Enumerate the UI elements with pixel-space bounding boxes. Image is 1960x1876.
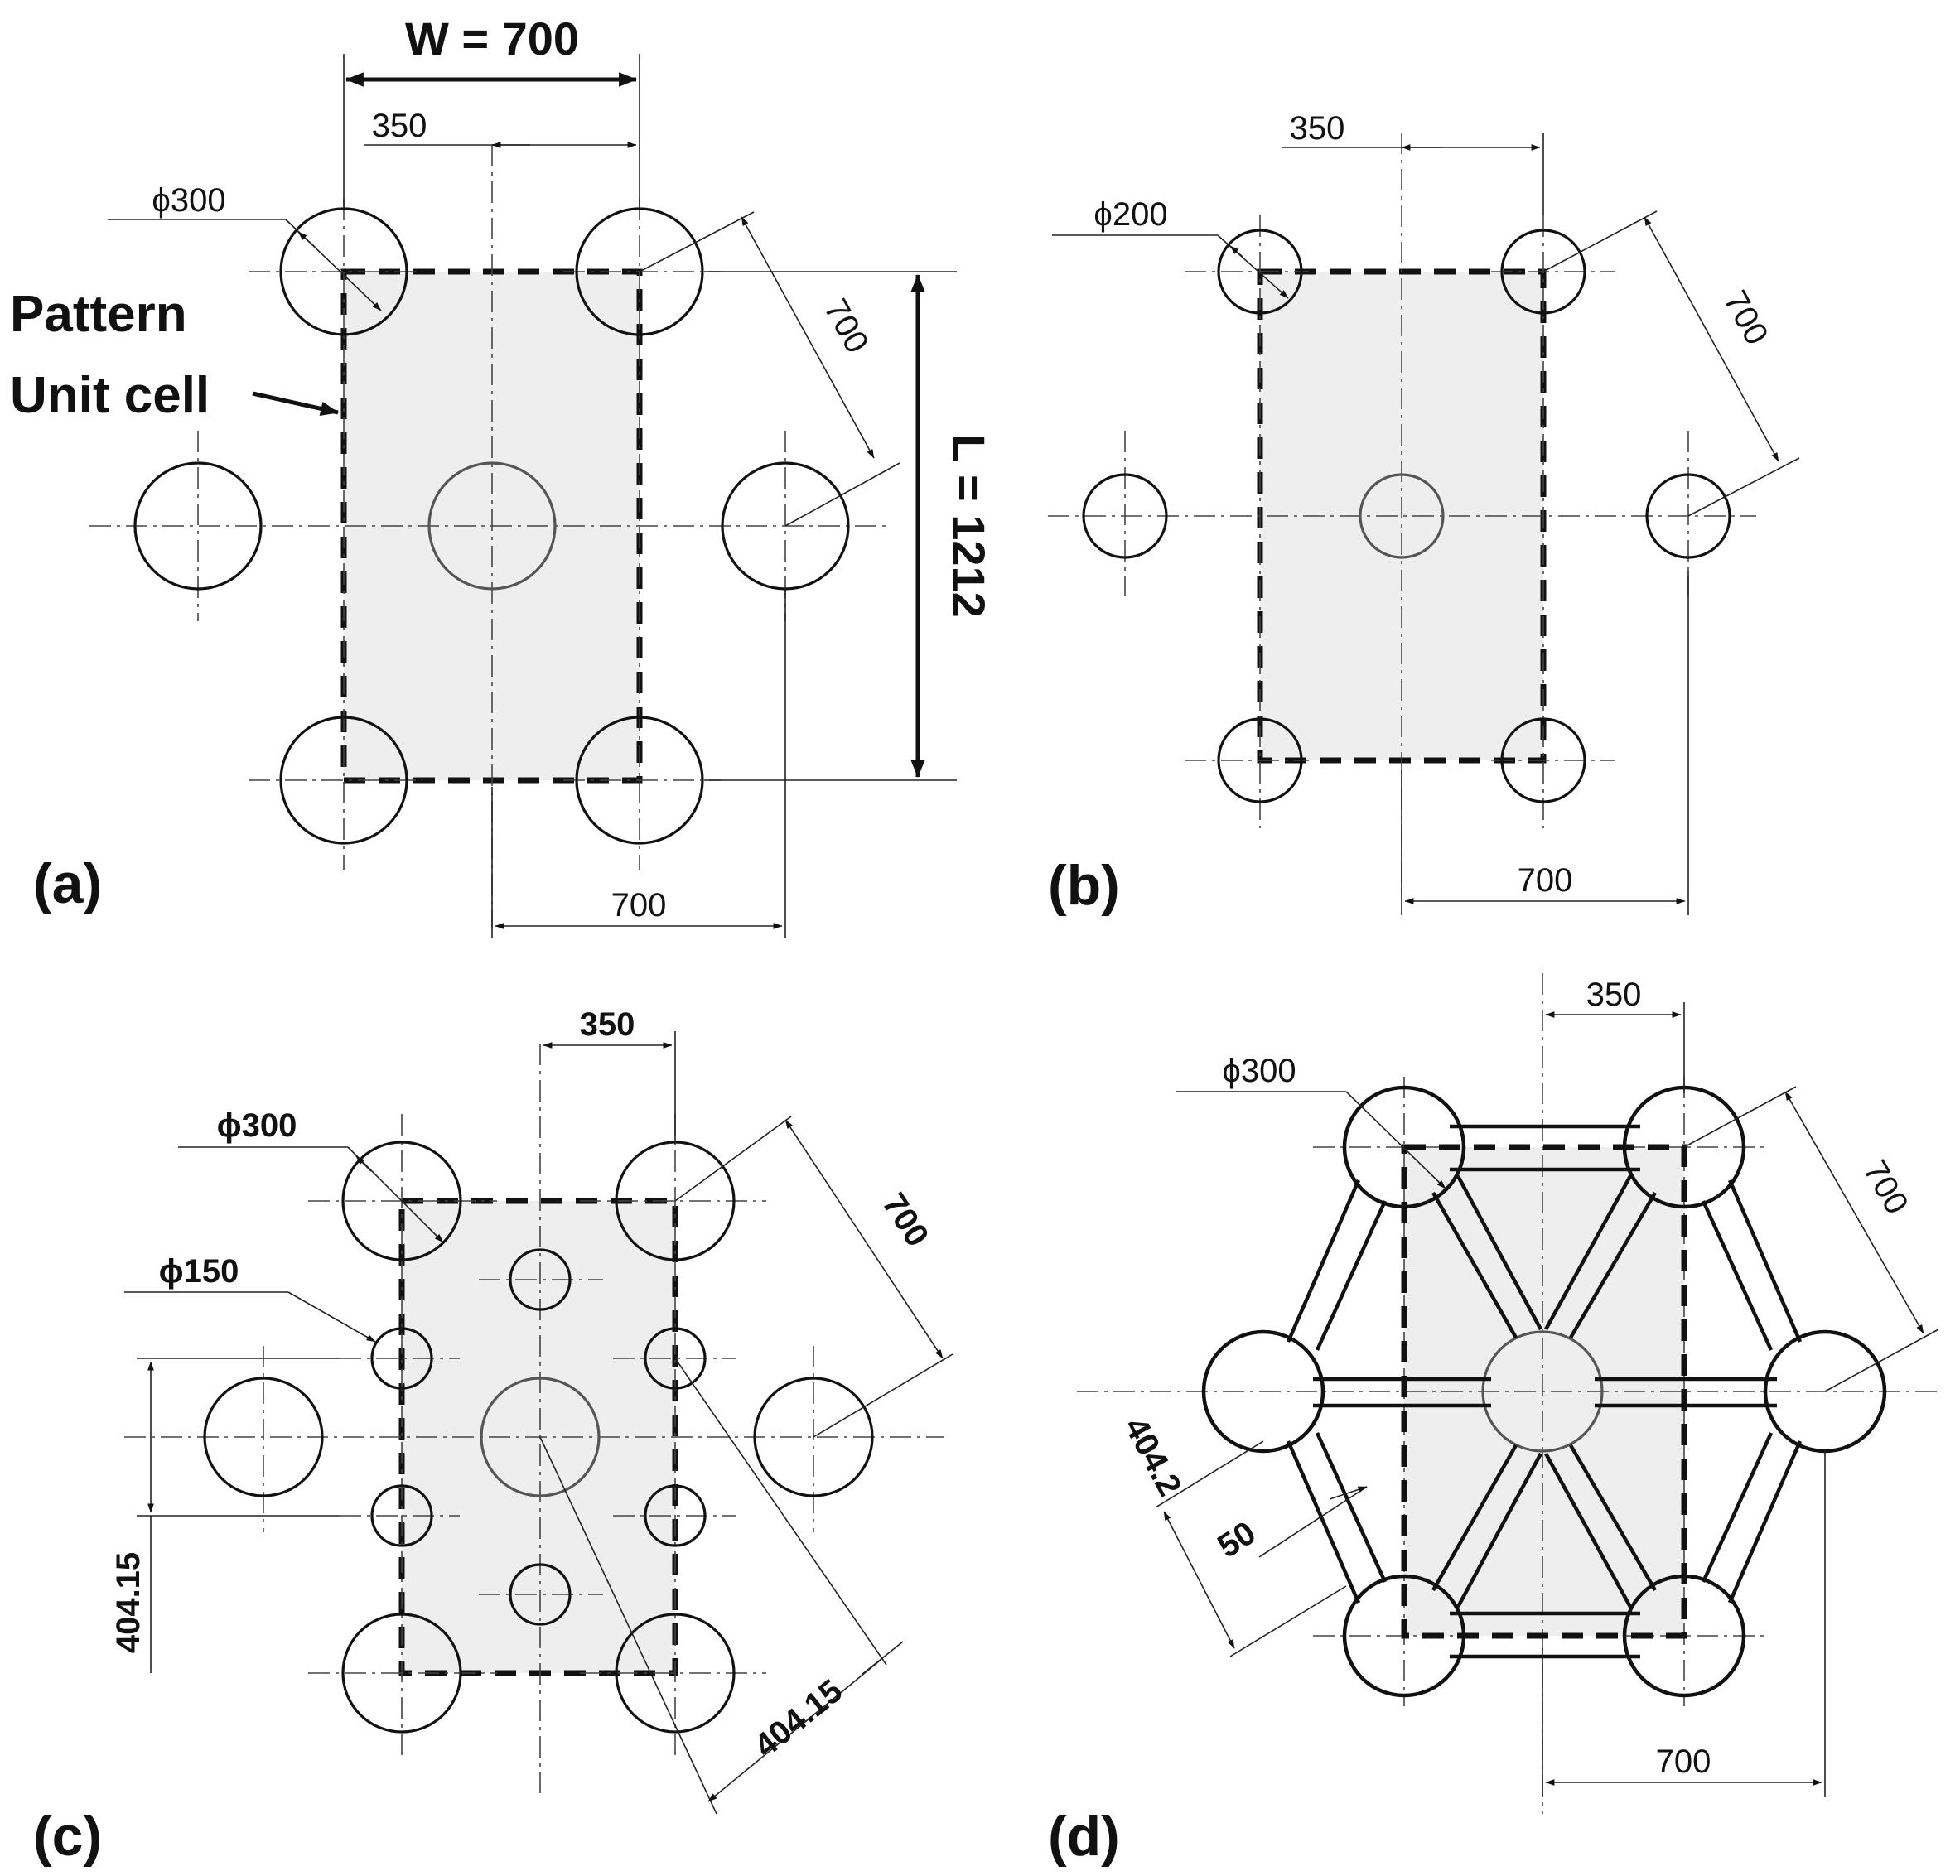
node-d-center [1481, 1330, 1604, 1453]
pile-b-bottom-left [1217, 717, 1303, 803]
node-d-left [1201, 1329, 1325, 1454]
pile-a-top-right [575, 207, 704, 336]
half-spacing-d: 350 [1586, 977, 1642, 1013]
diameter-small-c: ϕ150 [159, 1253, 239, 1290]
panel-d: 350 ϕ300 700 404.2 50 700 (d) [1048, 973, 1939, 1868]
pile-a-left [133, 461, 263, 591]
horizontal-spacing-b: 700 [1518, 862, 1573, 899]
pile-b-right [1645, 473, 1731, 559]
offset-d: 404.2 [1118, 1411, 1189, 1502]
length-dimension-a: L = 1212 [943, 434, 995, 618]
pile-c-small-3 [644, 1327, 707, 1390]
horizontal-spacing-d: 700 [1656, 1743, 1711, 1780]
pile-c-small-5 [644, 1484, 707, 1547]
panel-label-c: (c) [33, 1805, 102, 1868]
half-spacing-c: 350 [580, 1006, 635, 1043]
pile-a-top-left [279, 207, 408, 336]
diagonal-spacing-b: 700 [1716, 285, 1775, 351]
pile-c-left [203, 1377, 324, 1497]
horizontal-spacing-a: 700 [611, 887, 667, 924]
pile-c-top-left [341, 1141, 462, 1261]
width-dimension-a: W = 700 [405, 12, 579, 65]
pile-a-center [427, 461, 557, 591]
diagonal-spacing-d: 700 [1856, 1155, 1915, 1221]
lattice-structure-d [1201, 1085, 1887, 1698]
pile-c-bottom-right [615, 1613, 736, 1734]
pile-c-right [753, 1377, 874, 1497]
panel-label-d: (d) [1048, 1805, 1120, 1868]
pile-c-small-6 [509, 1563, 572, 1626]
pile-a-bottom-left [279, 716, 408, 845]
panel-label-a: (a) [33, 852, 102, 915]
pile-c-bottom-left [341, 1613, 462, 1734]
pile-c-small-4 [370, 1484, 433, 1547]
strut-width-d: 50 [1211, 1515, 1262, 1565]
vertical-offset-c: 404.15 [110, 1552, 147, 1653]
pile-c-small-1 [509, 1248, 572, 1311]
diameter-d: ϕ300 [1222, 1053, 1296, 1089]
panel-c: 350 ϕ300 ϕ150 700 404.15 404.15 (c) [33, 1006, 953, 1868]
diagonal-offset-c: 404.15 [747, 1672, 849, 1764]
pile-b-center [1359, 473, 1445, 559]
panel-a: W = 700 350 ϕ300 700 L = 1212 700 Patter… [10, 12, 995, 938]
half-spacing-a: 350 [372, 108, 427, 144]
pile-a-bottom-right [575, 716, 704, 845]
pile-b-top-left [1217, 229, 1303, 315]
pile-c-center [480, 1377, 601, 1497]
diameter-large-c: ϕ300 [217, 1107, 297, 1144]
pile-b-left [1082, 473, 1168, 559]
pattern-callout-line1: Pattern [10, 286, 187, 343]
pattern-callout-line2: Unit cell [10, 367, 210, 424]
diagonal-spacing-c: 700 [875, 1187, 935, 1253]
diameter-b: ϕ200 [1093, 196, 1167, 233]
pile-c-small-2 [370, 1327, 433, 1390]
half-spacing-b: 350 [1290, 110, 1345, 147]
diagonal-spacing-a: 700 [817, 293, 876, 359]
diameter-a: ϕ300 [152, 182, 225, 219]
pile-b-bottom-right [1500, 717, 1586, 803]
panel-label-b: (b) [1048, 854, 1120, 917]
pile-b-top-right [1500, 229, 1586, 315]
panel-b: 350 ϕ200 700 700 (b) [1048, 110, 1800, 917]
